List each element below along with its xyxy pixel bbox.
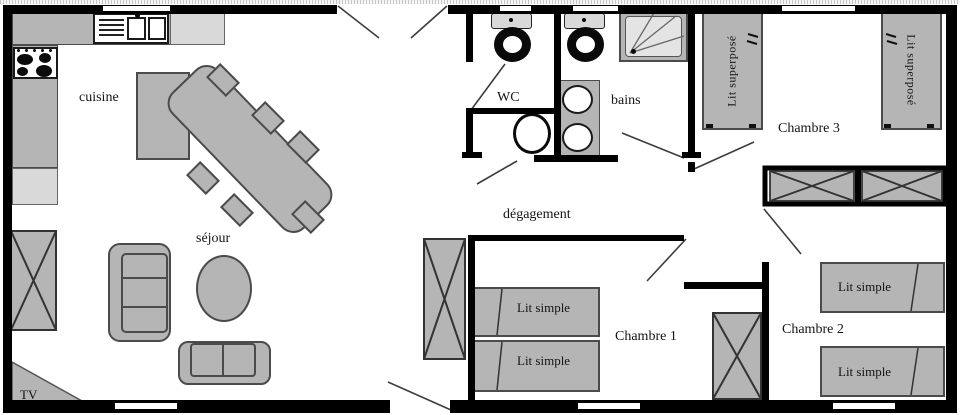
wall-bottom-right (450, 400, 957, 413)
window-bains (573, 6, 618, 11)
bed-label-lit-simple: Lit simple (517, 353, 571, 368)
wall-top-right (448, 5, 957, 14)
sofa-seat-cushions (121, 253, 168, 333)
stove-burner (36, 65, 52, 77)
wall-left (3, 5, 12, 413)
toilet-button (509, 18, 513, 22)
sink-basin (148, 17, 166, 40)
refrigerator (12, 168, 58, 205)
drainboard-line (99, 19, 124, 21)
bed-label-lit-simple: Lit simple (517, 300, 571, 315)
single-bed (820, 262, 945, 313)
bed-label-lit-simple: Lit simple (838, 279, 892, 294)
door-swing-chambre3 (693, 141, 755, 170)
room-label-bains: bains (611, 93, 641, 108)
wall-right (946, 5, 957, 413)
bunk-ladder-ticks (746, 33, 898, 45)
coffee-table (196, 255, 252, 322)
toilet-button (582, 18, 586, 22)
room-label-chambre1: Chambre 1 (615, 329, 677, 344)
wardrobe-chambre1 (712, 312, 762, 400)
wall-bains-east-cap (682, 152, 701, 158)
single-bed (470, 287, 600, 337)
wall-bains-east (688, 13, 695, 158)
drainboard-line (99, 24, 124, 26)
bed-label-lit-simple: Lit simple (838, 364, 892, 379)
stove-knob (41, 49, 44, 52)
wall-wc-bains-divider (554, 13, 561, 160)
wall-chambre3-stub (688, 162, 695, 172)
window-sejour (115, 403, 177, 409)
bunk-frame-notches (706, 124, 934, 128)
single-bed (820, 346, 945, 397)
single-bed (470, 340, 600, 392)
bed-pillow-lines (496, 263, 919, 396)
toilet-bowl (567, 27, 604, 62)
wardrobe-degagement (423, 238, 466, 360)
window-cuisine (103, 6, 170, 11)
door-swing-washbasin-nook (476, 160, 518, 185)
shower-spray-lines (629, 12, 685, 54)
vanity-basin (562, 123, 593, 152)
wall-wc-partition-v (466, 114, 473, 158)
stove-knob (49, 49, 52, 52)
room-label-sejour: séjour (196, 231, 231, 246)
wall-wc-partition-cap (462, 152, 482, 158)
stove-knob (33, 49, 36, 52)
window-wc (500, 6, 531, 11)
door-swing-chambre1 (646, 238, 687, 282)
door-swing-bains (621, 132, 685, 159)
sink-basin (127, 17, 146, 40)
door-swings (337, 5, 802, 411)
stove-burner (39, 53, 51, 63)
drainboard-line (99, 34, 124, 36)
room-label-chambre3: Chambre 3 (778, 121, 840, 136)
window-chambre1 (578, 403, 640, 409)
room-label-wc: WC (497, 90, 520, 105)
toilet-bowl (494, 27, 531, 62)
kitchen-worktop-end (170, 13, 225, 45)
wardrobe-sejour (10, 230, 57, 331)
bunk-bed-left (702, 12, 763, 130)
stove-knob (17, 49, 20, 52)
door-swing-entry-left (337, 5, 380, 39)
wall-bottom-left (3, 400, 390, 413)
window-chambre3 (782, 6, 855, 11)
shower-drain (631, 49, 636, 54)
wardrobe-row-chambre3 (762, 165, 948, 207)
door-swing-chambre2 (763, 208, 802, 255)
door-swing-wc (470, 63, 506, 111)
wall-chambre1-nook (684, 282, 766, 289)
wall-top-left (3, 5, 337, 14)
room-label-degagement: dégagement (503, 207, 571, 222)
wc-washbasin (513, 113, 551, 154)
room-label-chambre2: Chambre 2 (782, 322, 844, 337)
faucet-icon (135, 13, 140, 18)
vanity-basin (562, 85, 593, 114)
wall-wc-west-upper (466, 13, 473, 62)
label-tv: TV (20, 387, 38, 402)
wall-chambre2-west (762, 262, 769, 400)
stove-burner (17, 54, 33, 65)
bed-label-lit-superpose: Lit superposé (904, 34, 919, 106)
door-swing-rear-entry (387, 381, 452, 411)
stove-burner (17, 67, 28, 76)
window-chambre2 (833, 403, 895, 409)
bed-label-lit-superpose: Lit superposé (724, 35, 739, 107)
stove-knob (25, 49, 28, 52)
awning-dotted-edge (0, 0, 960, 4)
wall-chambre1-west (468, 241, 475, 400)
sofa-cushion-dividers (122, 277, 224, 376)
door-swing-entry-right (410, 5, 448, 39)
wall-wc-partition-h (466, 108, 555, 114)
wall-degagement-south (468, 235, 684, 241)
wall-bains-south (534, 155, 618, 162)
drainboard-line (99, 29, 124, 31)
room-label-cuisine: cuisine (79, 90, 119, 105)
